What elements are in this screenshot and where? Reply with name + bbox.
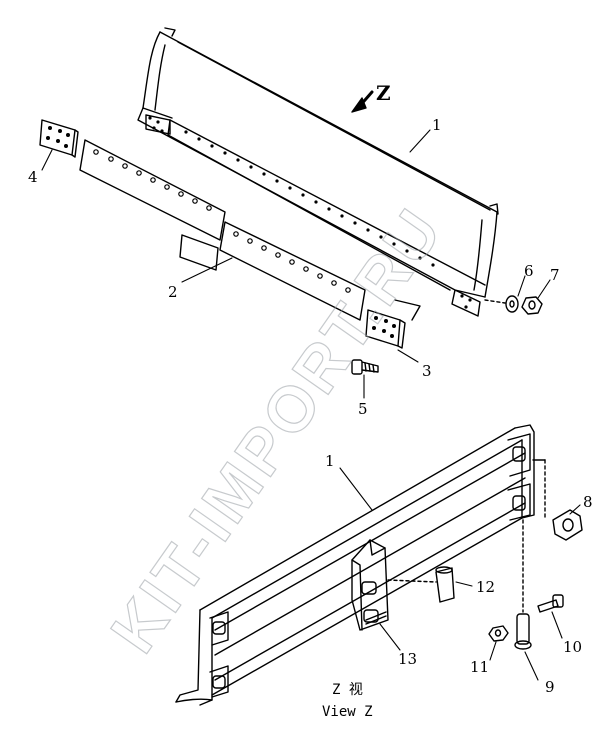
callout-2: 2 — [168, 283, 178, 301]
part-5-bolt — [351, 359, 379, 375]
callout-8: 8 — [583, 493, 593, 511]
callout-12: 12 — [476, 578, 495, 596]
caption-z-view-cn: Z 视 — [332, 682, 363, 698]
leader-lines — [41, 129, 581, 681]
callout-6: 6 — [524, 262, 534, 280]
callout-10: 10 — [563, 638, 582, 656]
callout-5: 5 — [358, 400, 368, 418]
part-9-pin — [514, 519, 532, 650]
part-6-washer — [505, 295, 519, 313]
caption-view-z: View Z — [322, 704, 373, 720]
part-12-pin — [387, 566, 455, 603]
view-z-arrow — [351, 90, 374, 113]
callout-9: 9 — [545, 678, 555, 696]
part-4-end-bit — [39, 119, 79, 158]
part-10-bolt — [537, 594, 564, 613]
callout-1-bottom: 1 — [325, 452, 335, 470]
callout-4: 4 — [28, 168, 38, 186]
callout-7: 7 — [550, 266, 560, 284]
callout-1-top: 1 — [432, 116, 442, 134]
part-11-nut — [488, 625, 509, 642]
part-13-cotter-pin — [365, 611, 387, 625]
part-7-nut — [521, 296, 543, 315]
callout-11: 11 — [470, 658, 489, 676]
callout-3: 3 — [422, 362, 432, 380]
blade-top — [137, 27, 499, 317]
part-3-end-bit — [365, 299, 421, 349]
callout-13: 13 — [398, 650, 417, 668]
view-z-marker: Z — [376, 81, 391, 105]
part-8-clamp — [532, 459, 583, 541]
blade-bolt-holes — [148, 116, 472, 309]
blade-rear-view — [175, 424, 535, 706]
part-2-cutting-edge — [79, 139, 366, 321]
